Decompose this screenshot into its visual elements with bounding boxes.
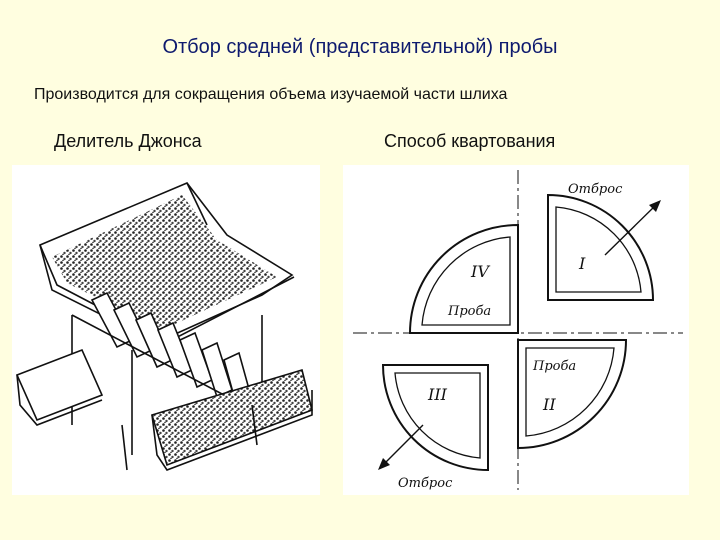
quadrant-iv xyxy=(408,223,519,334)
sample-label-top: Проба xyxy=(447,304,491,319)
jones-splitter-drawing xyxy=(15,182,313,471)
quadrant-i xyxy=(547,193,655,301)
quartering-caption: Способ квартования xyxy=(384,131,556,151)
jones-splitter-figure xyxy=(12,165,320,495)
slide-title: Отбор средней (представительной) пробы xyxy=(162,36,558,58)
quartering-drawing: Отброс Отброс Проба Проба I IV II III xyxy=(353,170,683,491)
sample-label-bottom: Проба xyxy=(532,359,576,374)
quadrant-iii xyxy=(381,364,489,472)
jones-splitter-caption: Делитель Джонса xyxy=(54,131,202,151)
quartering-figure: Отброс Отброс Проба Проба I IV II III xyxy=(343,165,689,495)
reject-label-bottom: Отброс xyxy=(398,476,453,491)
slide-subtitle: Производится для сокращения объема изуча… xyxy=(34,86,508,103)
splitter-lines xyxy=(15,182,313,471)
quadrant-label-i: I xyxy=(578,254,586,273)
reject-arrow-bottom xyxy=(380,424,424,468)
quadrant-label-iii: III xyxy=(427,385,448,404)
reject-arrow-top xyxy=(604,202,659,256)
reject-label-top: Отброс xyxy=(568,182,623,197)
quadrant-label-iv: IV xyxy=(470,262,490,281)
quadrant-ii xyxy=(517,339,628,450)
quadrant-label-ii: II xyxy=(542,395,556,414)
